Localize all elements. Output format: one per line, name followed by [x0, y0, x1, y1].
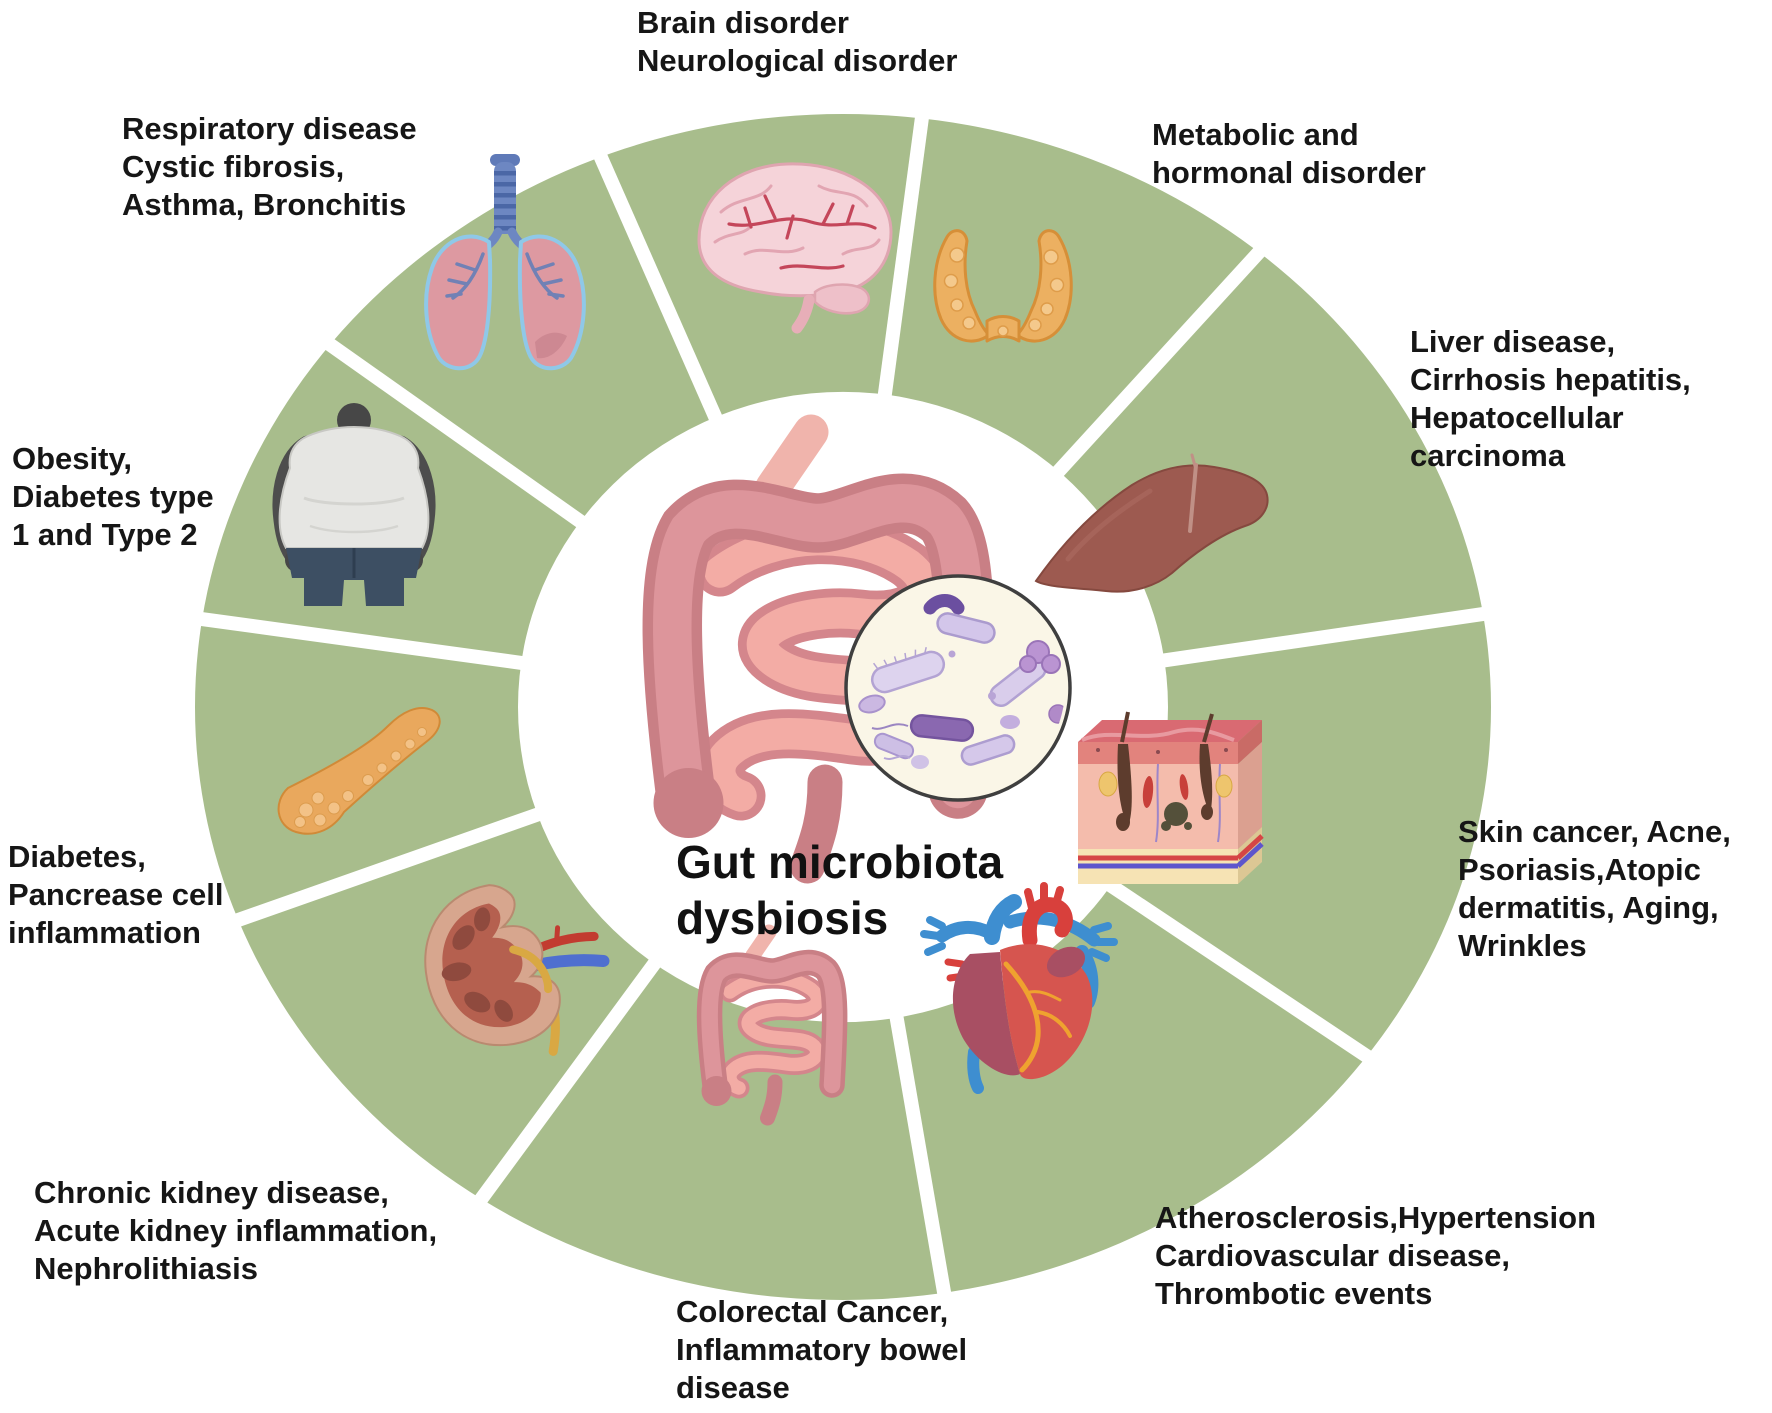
- bacteria: [858, 594, 1065, 769]
- segment-dividers: [184, 100, 1501, 1311]
- magnifier-icon: [844, 574, 1072, 802]
- brain-icon: [697, 162, 893, 334]
- thyroid-icon: [933, 229, 1073, 343]
- label-liver-disease: Liver disease, Cirrhosis hepatitis, Hepa…: [1410, 324, 1691, 473]
- label-metabolic-disorder: Metabolic and hormonal disorder: [1152, 117, 1426, 190]
- kidney-icon: [424, 884, 610, 1056]
- label-cardiovascular-disease: Atherosclerosis,Hypertension Cardiovascu…: [1155, 1200, 1597, 1311]
- obese-body-icon: [272, 403, 436, 606]
- label-kidney-disease: Chronic kidney disease, Acute kidney inf…: [34, 1175, 438, 1286]
- skin-icon: [1078, 711, 1264, 884]
- heart-icon: [920, 882, 1118, 1094]
- label-pancreas-disease: Diabetes, Pancrease cell inflammation: [8, 839, 224, 950]
- label-obesity-diabetes: Obesity, Diabetes type 1 and Type 2: [12, 441, 214, 552]
- label-skin-disease: Skin cancer, Acne, Psoriasis,Atopic derm…: [1458, 814, 1731, 963]
- liver-icon: [1034, 453, 1269, 593]
- label-colorectal-disease: Colorectal Cancer, Inflammatory bowel di…: [676, 1294, 968, 1405]
- lungs-icon: [424, 154, 586, 371]
- pancreas-icon: [277, 707, 441, 835]
- figure-title: Gut microbiota dysbiosis: [676, 836, 1004, 944]
- label-brain-disorder: Brain disorder Neurological disorder: [637, 5, 958, 78]
- label-respiratory-disease: Respiratory disease Cystic fibrosis, Ast…: [122, 111, 417, 222]
